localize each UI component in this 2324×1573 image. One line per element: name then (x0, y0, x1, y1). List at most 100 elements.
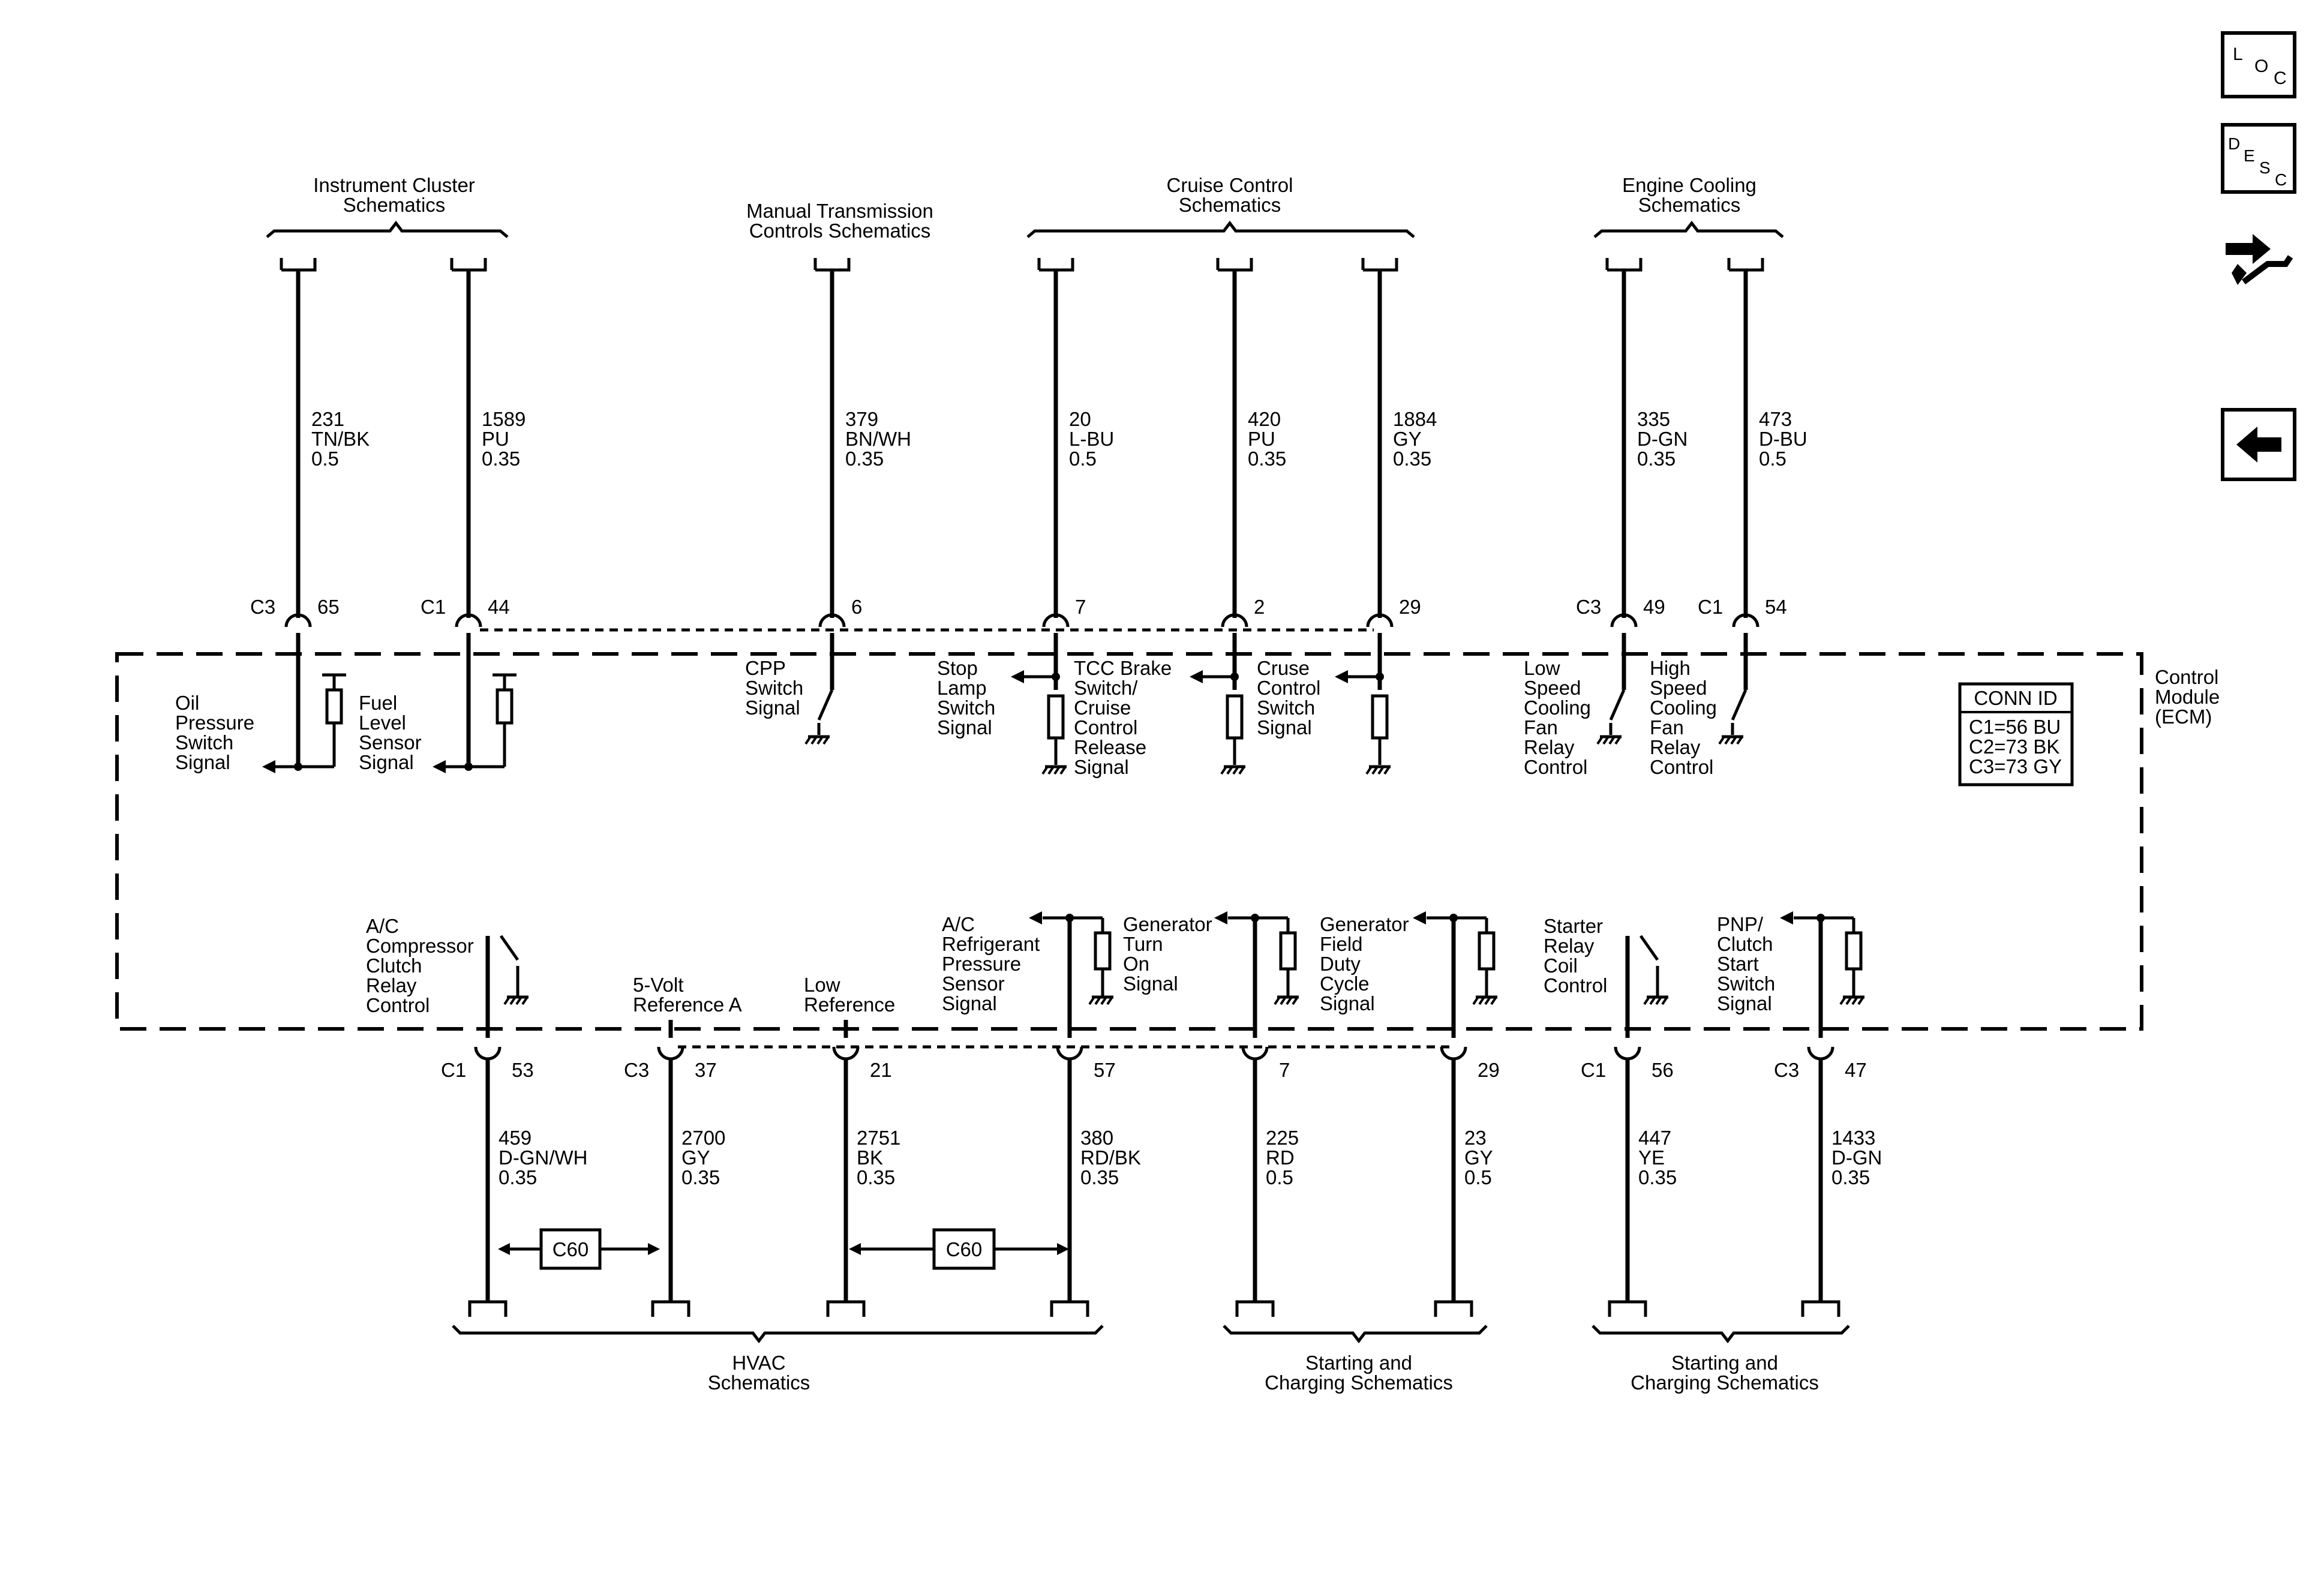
wire-gauge: 0.35 (499, 1166, 537, 1188)
connector-tool-icon[interactable] (2220, 216, 2298, 294)
circuit-number: 1433 (1831, 1127, 1875, 1149)
group-label: Charging Schematics (1265, 1371, 1453, 1394)
wire-gauge: 0.35 (845, 448, 884, 470)
function-label: Fuel (359, 692, 397, 714)
function-label: Signal (175, 751, 230, 773)
c60-connector-right[interactable]: C60 (849, 1228, 1069, 1270)
function-label: Low (804, 974, 840, 996)
wire-gauge: 0.35 (1637, 448, 1676, 470)
c60-connector-left[interactable]: C60 (498, 1228, 660, 1270)
desc-button[interactable]: D E S C (2221, 123, 2296, 194)
group-engine-cooling[interactable]: Engine Cooling Schematics (1593, 174, 1784, 238)
pin-number: 2 (1254, 596, 1265, 618)
wire-color: PU (482, 428, 509, 450)
wire-gauge: 0.5 (311, 448, 339, 470)
pin-number: 53 (512, 1059, 534, 1081)
wire-color: TN/BK (311, 428, 370, 450)
function-label: On (1123, 953, 1149, 975)
group-manual-transmission[interactable]: Manual Transmission Controls Schematics (746, 200, 933, 242)
pin-number: 37 (695, 1059, 717, 1081)
function-label: PNP/ (1717, 913, 1764, 935)
circuit-number: 231 (311, 408, 344, 430)
function-label: Signal (745, 697, 800, 719)
connector-id: C3 (1576, 596, 1601, 618)
function-label: Control (1524, 756, 1587, 778)
bottom-wire-circuit-380[interactable]: 380RD/BK0.3557A/CRefrigerantPressureSens… (942, 911, 1141, 1317)
module-label-line-3: (ECM) (2155, 706, 2212, 728)
group-instrument-cluster[interactable]: Instrument Cluster Schematics (266, 174, 509, 238)
circuit-number: 2751 (857, 1127, 900, 1149)
wire-color: PU (1248, 428, 1275, 450)
group-label: Schematics (1179, 194, 1281, 216)
function-label: Reference A (633, 993, 742, 1016)
wire-color: YE (1638, 1146, 1665, 1169)
wire-color: D-GN (1637, 428, 1688, 450)
function-label: Switch (175, 731, 233, 754)
group-starting-charging-2[interactable]: Starting and Charging Schematics (1592, 1325, 1850, 1394)
function-label: Sensor (942, 972, 1005, 995)
function-label: Signal (1717, 992, 1772, 1014)
group-label: Schematics (1638, 194, 1741, 216)
connector-id: C1 (1698, 596, 1723, 618)
circuit-number: 20 (1069, 408, 1091, 430)
group-cruise-control[interactable]: Cruise Control Schematics (1026, 174, 1415, 238)
wire-color: D-GN (1831, 1146, 1882, 1169)
group-hvac[interactable]: HVAC Schematics (452, 1325, 1104, 1394)
function-label: 5-Volt (633, 974, 683, 996)
function-label: Coil (1544, 954, 1578, 977)
pin-number: 49 (1643, 596, 1665, 618)
conn-id-title: CONN ID (1974, 687, 2057, 709)
back-button[interactable] (2221, 408, 2296, 481)
pin-number: 44 (488, 596, 510, 618)
control-module-outline (115, 652, 2143, 1031)
connector-id: C1 (441, 1059, 466, 1081)
wire-color: BK (857, 1146, 883, 1169)
wire-gauge: 0.5 (1759, 448, 1786, 470)
group-label: Charging Schematics (1631, 1371, 1819, 1394)
group-label: HVAC (732, 1352, 785, 1374)
loc-button[interactable]: L O C (2221, 31, 2296, 98)
function-label: Low (1524, 657, 1560, 679)
function-label: Duty (1320, 953, 1361, 975)
wire-color: D-GN/WH (499, 1146, 587, 1169)
circuit-number: 420 (1248, 408, 1281, 430)
function-label: Cruse (1257, 657, 1310, 679)
pin-number: 54 (1765, 596, 1787, 618)
pin-number: 6 (851, 596, 862, 618)
connector-id: C3 (1774, 1059, 1799, 1081)
function-label: Refrigerant (942, 933, 1040, 955)
function-label: Cooling (1650, 697, 1717, 719)
circuit-number: 447 (1638, 1127, 1671, 1149)
desc-letter: S (2259, 158, 2271, 177)
desc-letter: C (2275, 170, 2287, 189)
wire-gauge: 0.5 (1464, 1166, 1492, 1188)
wire-gauge: 0.35 (857, 1166, 895, 1188)
function-label: Signal (937, 716, 992, 739)
module-label-line-1: Control (2155, 666, 2218, 688)
group-starting-charging-1[interactable]: Starting and Charging Schematics (1223, 1325, 1488, 1394)
wire-color: GY (1393, 428, 1422, 450)
desc-letter: D (2228, 134, 2240, 153)
wire-gauge: 0.35 (1831, 1166, 1870, 1188)
function-label: Oil (175, 692, 199, 714)
function-label: Speed (1524, 677, 1581, 699)
function-label: Field (1320, 933, 1363, 955)
conn-id-row: C1=56 BU (1969, 716, 2061, 738)
wire-gauge: 0.35 (482, 448, 520, 470)
